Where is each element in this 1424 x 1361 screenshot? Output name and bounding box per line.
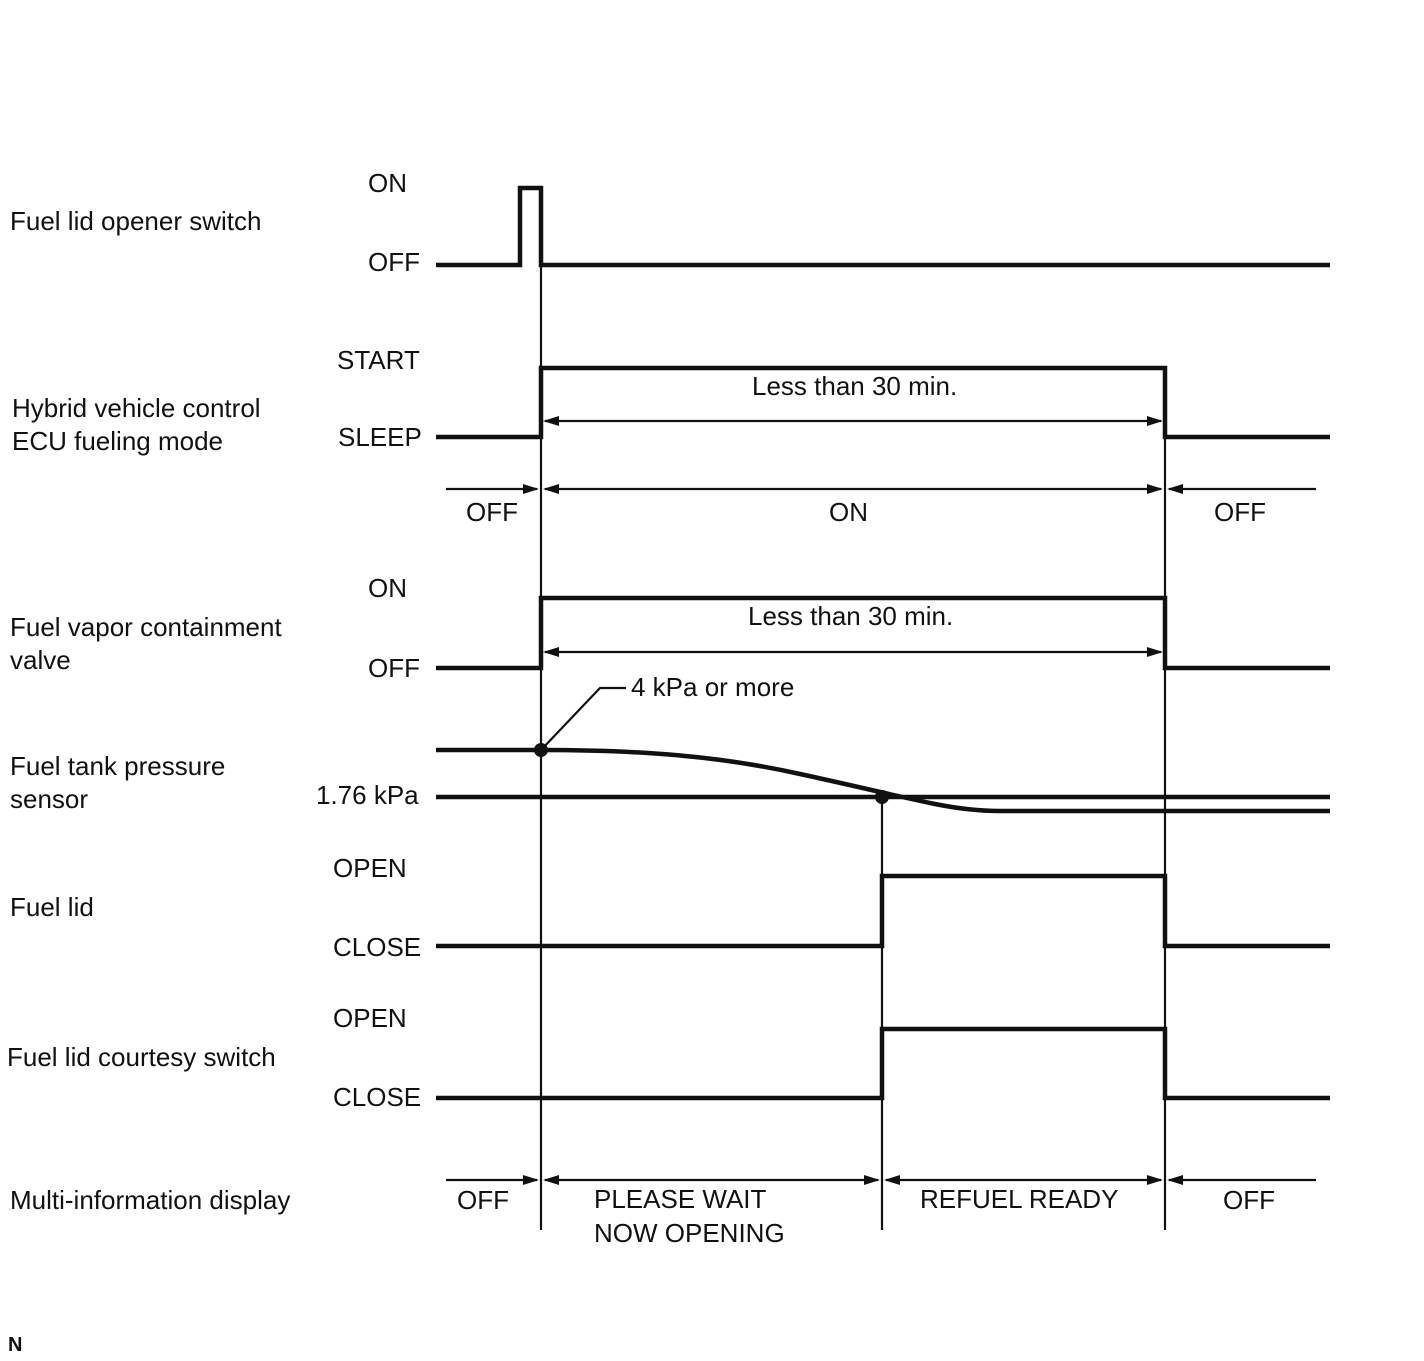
display-off-before-arrowhead (523, 1175, 539, 1185)
display-state-ready: REFUEL READY (920, 1184, 1118, 1214)
pressure-leader-line (540, 686, 626, 751)
signal-name-courtesy-switch: Fuel lid courtesy switch (7, 1042, 276, 1072)
level-opener-on: ON (368, 168, 407, 198)
display-off-after-arrowhead (1167, 1175, 1183, 1185)
level-lid-open: OPEN (333, 853, 407, 883)
level-ecu-start: START (337, 345, 420, 375)
level-lid-close: CLOSE (333, 932, 421, 962)
ecu-duration-arrowhead-right (1147, 416, 1163, 426)
ecu-duration-label: Less than 30 min. (752, 371, 957, 401)
level-courtesy-open: OPEN (333, 1003, 407, 1033)
level-valve-off: OFF (368, 653, 420, 683)
waveform-vapor-valve (436, 595, 1330, 671)
waveform-ecu-mode (436, 365, 1330, 440)
power-on-arrowhead-left (543, 484, 559, 494)
display-ready-arrowhead-right (1147, 1175, 1163, 1185)
pressure-annotation: 4 kPa or more (631, 672, 794, 702)
signal-name-tank-pressure-line2: sensor (10, 784, 88, 814)
power-state-on: ON (829, 497, 868, 527)
level-ecu-sleep: SLEEP (338, 422, 422, 452)
corner-mark: N (8, 1334, 22, 1356)
waveform-fuel-lid (436, 873, 1330, 949)
signal-name-fuel-lid: Fuel lid (10, 892, 94, 922)
power-off-before-arrowhead (523, 484, 539, 494)
level-courtesy-close: CLOSE (333, 1082, 421, 1112)
waveform-tank-pressure (436, 747, 1330, 814)
signal-name-tank-pressure-line1: Fuel tank pressure (10, 751, 225, 781)
power-state-off-after: OFF (1214, 497, 1266, 527)
signal-name-vapor-valve-line2: valve (10, 645, 71, 675)
level-opener-off: OFF (368, 247, 420, 277)
display-ready-arrowhead-left (884, 1175, 900, 1185)
display-wait-arrowhead-right (864, 1175, 880, 1185)
ecu-duration-arrowhead-left (543, 416, 559, 426)
level-pressure-threshold: 1.76 kPa (316, 780, 419, 810)
display-state-wait-line2: NOW OPENING (594, 1218, 785, 1248)
valve-duration-arrowhead-left (543, 647, 559, 657)
power-on-arrowhead-right (1147, 484, 1163, 494)
display-wait-arrowhead-left (543, 1175, 559, 1185)
level-valve-on: ON (368, 573, 407, 603)
power-off-after-arrowhead (1167, 484, 1183, 494)
signal-name-ecu-mode-line2: ECU fueling mode (12, 426, 223, 456)
signal-name-opener-switch: Fuel lid opener switch (10, 206, 261, 236)
signal-name-vapor-valve-line1: Fuel vapor containment (10, 612, 282, 642)
waveform-opener-switch (436, 185, 1330, 268)
signal-name-mid-display: Multi-information display (10, 1185, 290, 1215)
display-state-off-before: OFF (457, 1185, 509, 1215)
signal-name-ecu-mode-line1: Hybrid vehicle control (12, 393, 261, 423)
waveform-courtesy-switch (436, 1026, 1330, 1101)
valve-duration-arrowhead-right (1147, 647, 1163, 657)
valve-duration-label: Less than 30 min. (748, 601, 953, 631)
power-state-off-before: OFF (466, 497, 518, 527)
display-state-wait-line1: PLEASE WAIT (594, 1184, 767, 1214)
pressure-threshold-dot (875, 790, 889, 804)
display-state-off-after: OFF (1223, 1185, 1275, 1215)
